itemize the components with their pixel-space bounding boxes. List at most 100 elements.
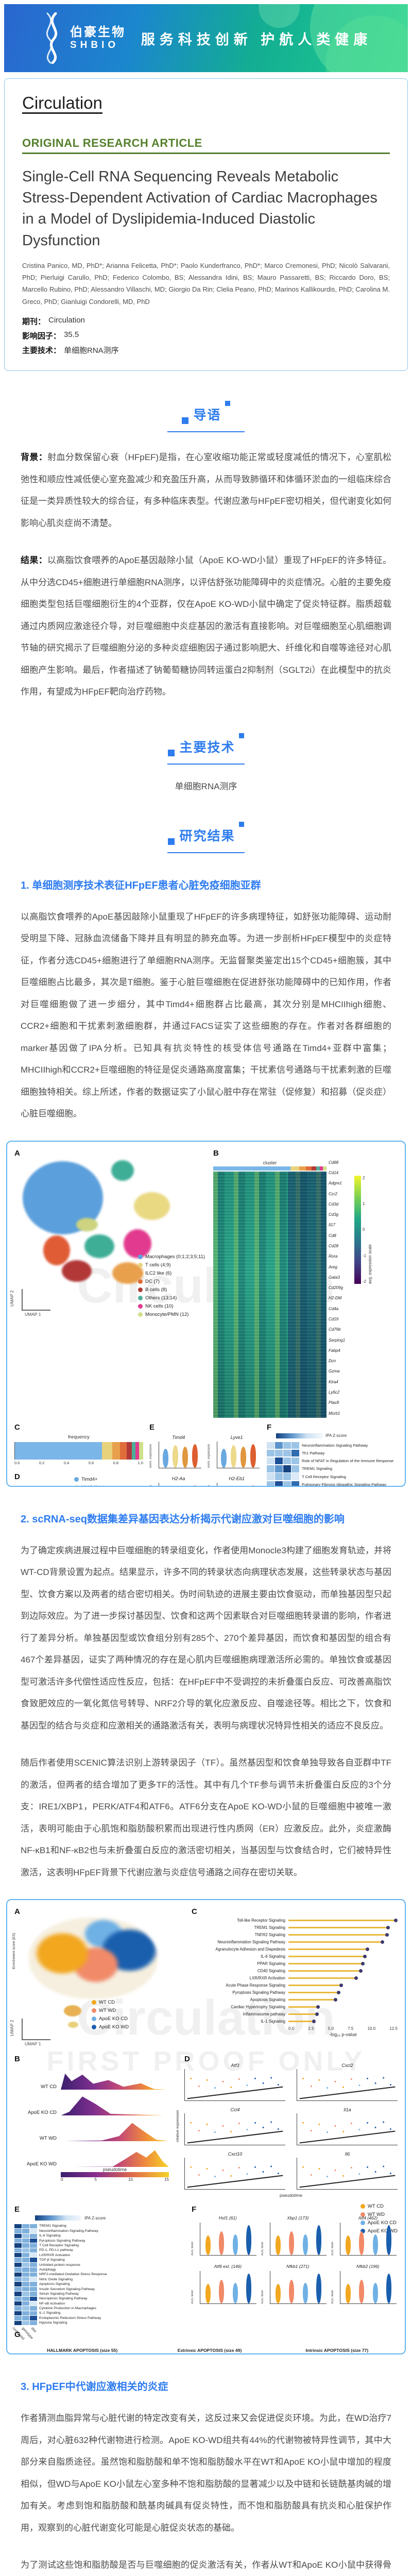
heading-underline [167,431,245,433]
subsection-2-paragraph-2: 随后作者使用SCENIC算法识别上游转录因子（TF）。虽然基因型和饮食单独导致各… [21,1758,391,1877]
section-heading-intro: 导语 [167,401,245,433]
subsection-2-title: 2. scRNA-seq数据集差异基因表达分析揭示代谢应激对巨噬细胞的影响 [21,1513,345,1525]
legend-item: Macrophages (0;1;2;3;5;11) [138,1254,205,1260]
brand-tagline: 服务科技创新 护航人类健康 [141,31,372,47]
gsea-plot: Intrinsic APOPTOSIS (size 77) Nominal p-… [277,2348,398,2353]
pathway-lollipop: PPAR Signaling [192,1960,398,1967]
subsection-1-paragraph: 以高脂饮食喂养的ApoE基因敲除小鼠重现了HFpEF的许多病理特征，如舒张功能障… [21,911,391,1119]
legend-dot [138,1304,143,1309]
ipa-pathway-row: TREM1 Signaling [267,1465,398,1472]
paper-header-card: Circulation ORIGINAL RESEARCH ARTICLE Si… [4,78,408,371]
meta-row: 期刊： Circulation [22,316,85,327]
ipa-pathway-row: Hypoxia Signaling [14,2320,184,2325]
frequency-seg [131,1442,136,1460]
frequency-seg [135,1442,140,1460]
frequency-seg [139,1442,143,1460]
ridge-hill [61,2150,169,2167]
legend-item: MHC-IIhigh [74,1485,113,1486]
cluster-strip-seg [319,1166,323,1171]
brand-banner: 伯豪生物 SHBIO 服务科技创新 护航人类健康 [4,4,408,72]
legend-dot [138,1287,143,1293]
legend-dot [138,1255,143,1260]
paper-meta: 期刊： Circulation 影响因子： 35.5 主要技术： 单细胞RNA测… [22,316,390,355]
legend-item: B cells (8) [138,1287,205,1293]
brand-name-cn: 伯豪生物 [70,25,126,39]
celltype-legend: Macrophages (0;1;2;3;5;11) T cells (4;9)… [138,1253,205,1319]
pseudotime-colorbar [61,2172,169,2178]
ridge-row: ApoE KO CD [14,2090,169,2116]
fig1-panel-violins: E Timd4 norm. expression Lyve1 norm. exp… [149,1423,261,1486]
dna-logo-icon [46,12,58,64]
ipa-pathway-row: Pulmonary Fibrosis Idiopathic Signaling … [267,1481,398,1486]
ipa-pathway-row: Th1 Pathway [267,1449,398,1457]
article-type-label: ORIGINAL RESEARCH ARTICLE [22,137,390,154]
pseudotime-scatter: Cxcl10 [184,2151,285,2190]
legend-item: T cells (4;9) [138,1262,205,1268]
cluster-strip-seg [290,1166,300,1171]
expression-heatmap [213,1171,327,1418]
ridge-row: WT WD [14,2115,169,2142]
legend-item: ApoE KO WD [92,2024,129,2030]
fig1-panel-umap: A UMAP 2 UMAP 1 Macrophages (0;1;2;3;5;1… [9,1149,206,1319]
legend-dot [138,1312,143,1317]
violin-plot: Lyve1 norm. expression [208,1435,261,1470]
ipa-pathway-row: NRF2-mediated Oxidative Stress Response [14,2272,184,2277]
cluster-strip-seg [306,1166,312,1171]
brand-name-en: SHBIO [70,40,119,51]
ipa-pathway-row: LXR/RXR Activation [14,2253,184,2258]
figure-1[interactable]: Circulation A UMAP 2 UMAP 1 Macrophages … [6,1140,406,1487]
pseudotime-scatter: Ccl4 [184,2107,285,2146]
ipa-pathway-row: Sirtuin Signaling Pathway [14,2292,184,2296]
gsea-plot: HALLMARK APOPTOSIS (size 55) Nominal p-v… [22,2348,143,2353]
legend-item: ApoE KO WD [360,2228,398,2234]
subsection-1-title: 1. 单细胞测序技术表征HFpEF患者心脏免疫细胞亚群 [21,879,261,891]
legend-item: ApoE KO CD [92,2016,129,2022]
subsection-3-title: 3. HFpEF中代谢应激相关的炎症 [21,2381,168,2393]
legend-item: ILC2 like (6) [138,1270,205,1276]
ridge-row: ApoE KO WD [14,2141,169,2167]
legend-dot [138,1279,143,1284]
legend-item: WT WD [360,2212,398,2217]
banner-decor [259,4,300,28]
legend-item: WT CD [92,1999,129,2005]
journal-link[interactable]: Circulation [22,93,102,112]
ipa-pathway-row: T Cell Receptor Signaling [267,1473,398,1481]
cluster-strip-seg [299,1166,306,1171]
pathway-lollipop: IL-6 Signaling [192,1953,398,1960]
gsea-plot: Extrinsic APOPTOSIS (size 49) Nominal p-… [149,2348,270,2353]
banner-decor [310,4,408,72]
cluster-strip [213,1166,327,1171]
ipa-pathway-row: IL-6 Signaling [14,2233,184,2238]
fig2-panel-ipa: E IPA Z-score TREM1 Signaling Neuroinfla… [12,2205,184,2341]
pseudotime-scatter: Atf3 [184,2063,285,2102]
ridge-hill [61,2123,169,2142]
ipa-pathway-row: TGF-β Signaling [14,2258,184,2262]
frequency-seg [126,1442,132,1460]
decor-square [168,838,175,845]
legend-item: DC (7) [138,1279,205,1284]
ipa-pathway-row: TREM1 Signaling [14,2224,184,2229]
fig1-panel-ipa: F IPA Z-score Neuroinflammation Signalin… [267,1423,398,1486]
ipa-pathway-row: Nitric Oxide Signaling [14,2277,184,2282]
macrophage-legend: Timd4+MHC-IIhighCCR2+IFN stimulated [74,1476,113,1486]
ridge-hill [61,2096,169,2116]
ipa-pathway-row: IL-1 Signaling [14,2311,184,2316]
legend-dot [138,1296,143,1301]
ipa-pathway-row: Cytokine Production in Macrophages [14,2306,184,2311]
frequency-seg [112,1442,121,1460]
frequency-bar [14,1442,143,1460]
subsection-2-paragraph-1: 为了确定疾病进展过程中巨噬细胞的转录组变化，作者使用Monocle3构建了细胞发… [21,1545,391,1731]
frequency-seg [15,1442,102,1460]
intro-background-paragraph: 背景：射血分数保留心衰（HFpEF)是指，在心室收缩功能正常或轻度减低的情况下，… [21,452,392,528]
pathway-lollipop: Cardiac Hypertrophy Signaling [192,2003,398,2010]
legend-item: WT CD [360,2204,398,2209]
frequency-seg [102,1442,113,1460]
brand-logo: 伯豪生物 SHBIO [41,12,126,64]
ipa-pathway-row: Role of NFAT in Regulation of the Immune… [267,1457,398,1465]
